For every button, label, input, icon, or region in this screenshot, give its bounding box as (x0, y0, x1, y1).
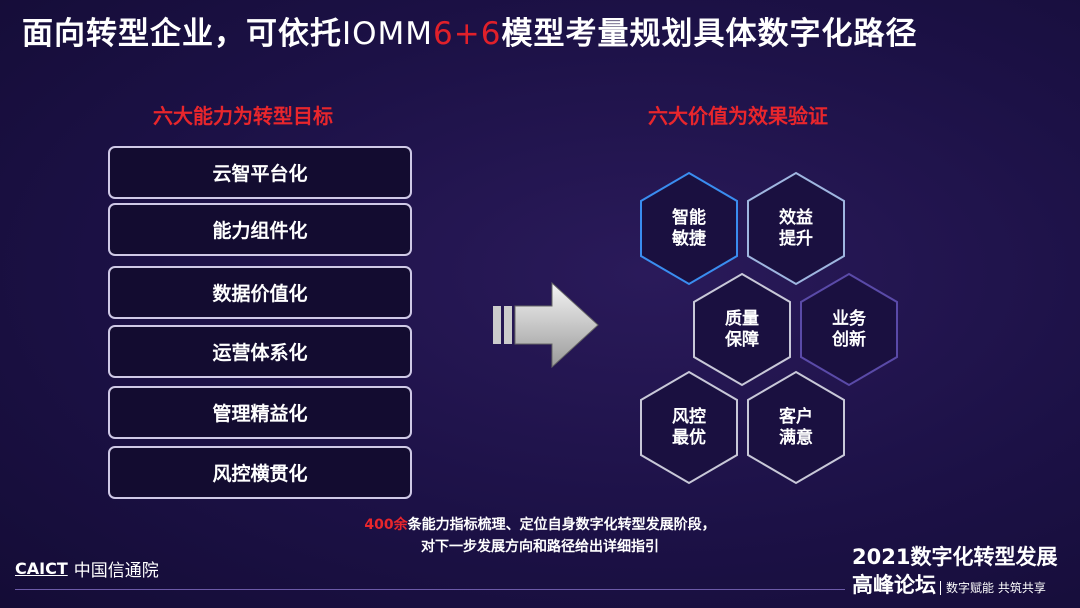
capability-item: 管理精益化 (108, 386, 412, 439)
values-heading: 六大价值为效果验证 (648, 104, 828, 128)
capability-item: 风控横贯化 (108, 446, 412, 499)
value-hex: 风控 最优 (639, 370, 739, 485)
value-hex: 业务 创新 (799, 272, 899, 387)
page-title: 面向转型企业，可依托IOMM6+6模型考量规划具体数字化路径 (22, 16, 918, 52)
value-hex: 质量 保障 (692, 272, 792, 387)
value-hex: 智能 敏捷 (639, 171, 739, 286)
value-hex: 效益 提升 (746, 171, 846, 286)
forum-brand: 2021数字化转型发展高峰论坛数字赋能 共筑共享 (852, 545, 1058, 597)
capability-item: 数据价值化 (108, 266, 412, 319)
note-line-1: 400余条能力指标梳理、定位自身数字化转型发展阶段， (364, 517, 716, 533)
value-hex: 客户 满意 (746, 370, 846, 485)
capability-item: 云智平台化 (108, 146, 412, 199)
note-line-2: 对下一步发展方向和路径给出详细指引 (421, 539, 659, 555)
footer-divider (15, 589, 845, 590)
capability-item: 运营体系化 (108, 325, 412, 378)
capability-item: 能力组件化 (108, 203, 412, 256)
capabilities-heading: 六大能力为转型目标 (153, 104, 333, 128)
arrow-right-icon (493, 281, 599, 369)
